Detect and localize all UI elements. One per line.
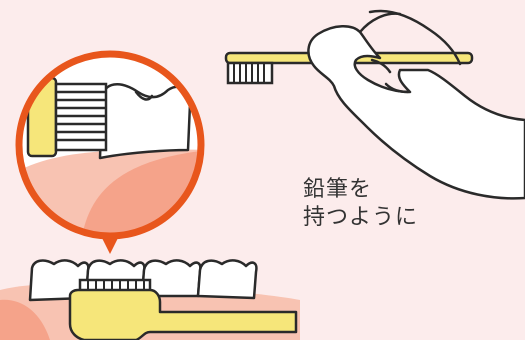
instruction-caption: 鉛筆を 持つように — [303, 176, 418, 232]
caption-line-1: 鉛筆を — [303, 177, 373, 202]
caption-line-2: 持つように — [303, 205, 419, 230]
toothbrush-icon — [68, 278, 298, 340]
tooth-icon — [98, 83, 192, 160]
tooth-icon — [196, 259, 258, 300]
tooth-icon — [140, 259, 202, 298]
hand-holding-brush — [224, 9, 525, 200]
teeth-row — [0, 259, 300, 340]
hand-icon — [307, 25, 525, 200]
magnifier-circle-icon — [15, 50, 205, 254]
